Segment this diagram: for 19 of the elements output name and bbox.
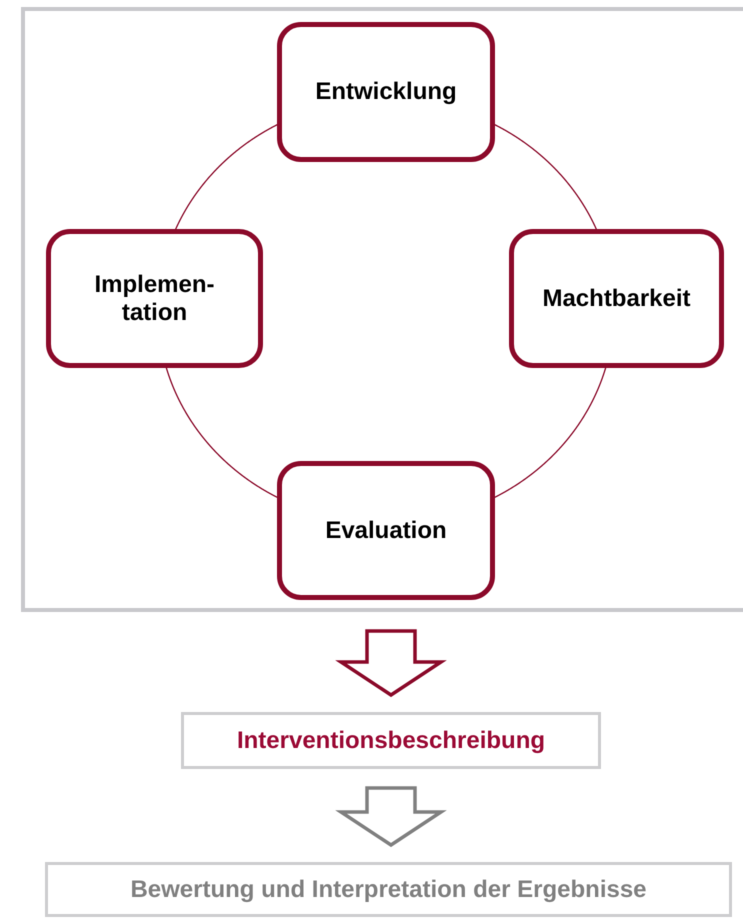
box-label: Evaluation (325, 516, 447, 544)
cycle-arc (174, 124, 279, 232)
cycle-arc (165, 366, 280, 499)
cycle-arc (493, 124, 598, 232)
box-label: Bewertung und Interpretation der Ergebnisse (130, 876, 647, 904)
process-box (277, 22, 495, 162)
block-arrow (335, 786, 447, 848)
block-arrow (335, 629, 447, 698)
cycle-arc (492, 366, 607, 499)
process-box (509, 229, 724, 368)
box-label: Implemen- tation (93, 270, 216, 326)
process-box (46, 229, 263, 368)
box-label: Entwicklung (315, 78, 457, 106)
process-box (277, 461, 495, 600)
result-box (45, 862, 732, 917)
box-label: Interventionsbeschreibung (236, 726, 546, 754)
result-box (181, 712, 601, 769)
box-label: Machtbarkeit (542, 284, 691, 312)
frame-box (21, 7, 743, 612)
